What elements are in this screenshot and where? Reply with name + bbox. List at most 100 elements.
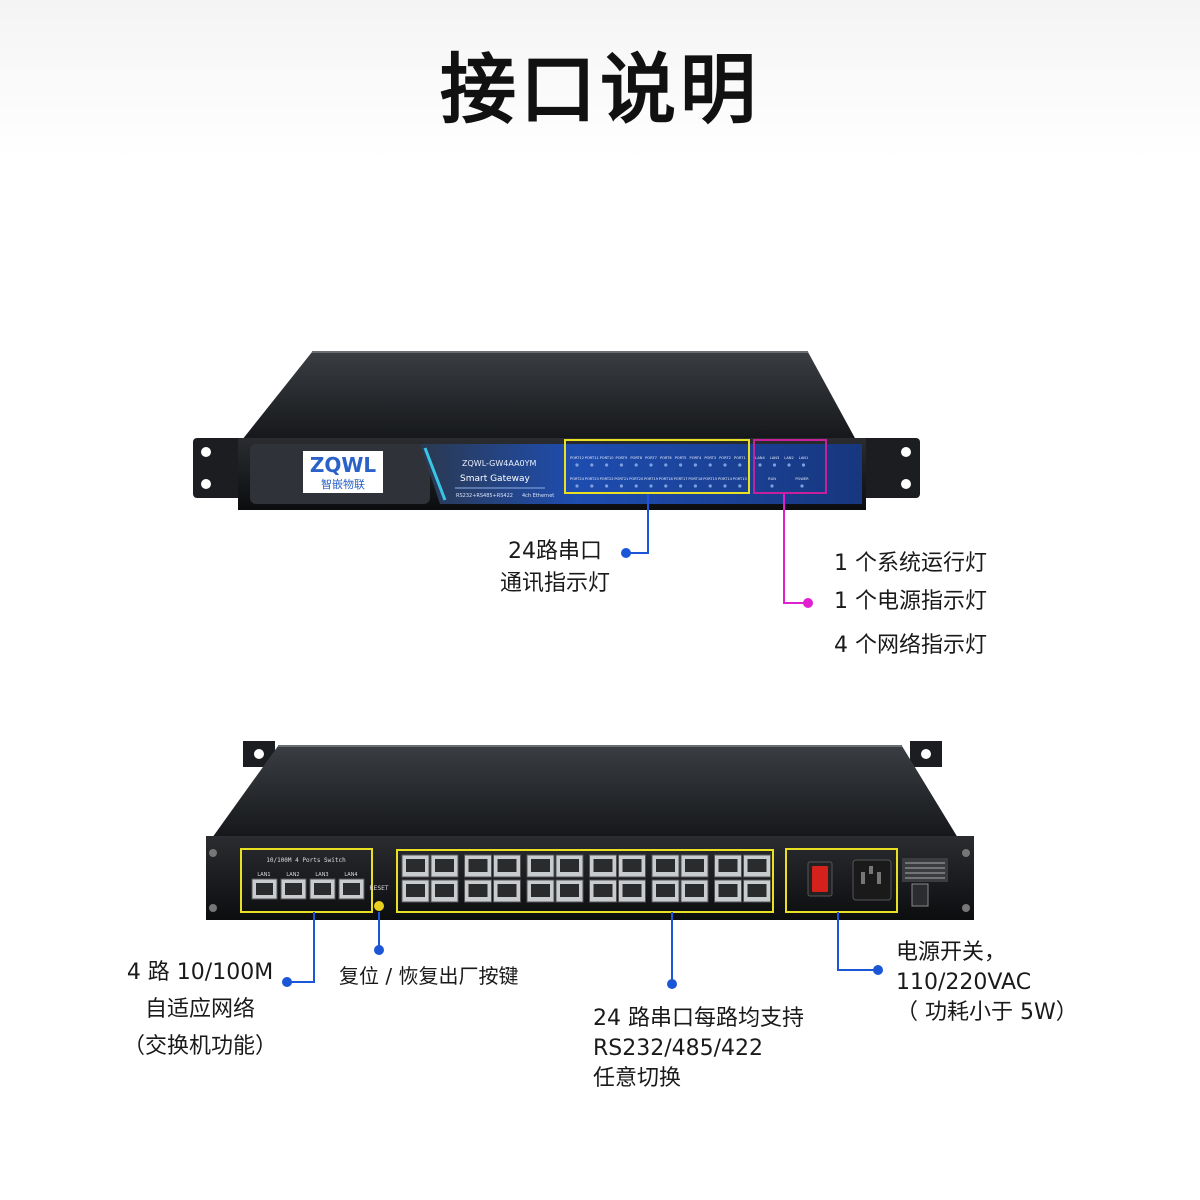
status-led-leader xyxy=(783,494,806,604)
power-leader-dot xyxy=(873,965,883,975)
serial-led-leader xyxy=(627,494,649,554)
status-led xyxy=(770,484,774,488)
serial-port-socket xyxy=(593,884,613,897)
serial-port-annotation-line1: 24 路串口每路均支持 xyxy=(593,1006,804,1031)
serial-led-annotation: 24路串口 通讯指示灯 xyxy=(484,536,626,600)
port-led-label: PORT18 xyxy=(659,477,674,481)
serial-port-socket xyxy=(593,859,613,872)
serial-port-socket xyxy=(656,859,675,872)
serial-port-socket xyxy=(622,859,642,872)
rack-ear-right xyxy=(862,438,920,498)
serial-led-leader-dot xyxy=(621,548,631,558)
serial-led-annotation-line2: 通讯指示灯 xyxy=(499,571,610,596)
port-led xyxy=(664,484,668,488)
port-led xyxy=(693,463,698,467)
serial-port-annotation-line3: 任意切换 xyxy=(593,1066,682,1091)
reset-label: RESET xyxy=(369,885,389,892)
switch-label: 10/100M 4 Ports Switch xyxy=(266,857,346,864)
serial-port-socket xyxy=(468,884,488,897)
spec-line: RS232+RS485+RS422 xyxy=(456,493,513,499)
status-led xyxy=(801,463,806,467)
serial-port-socket xyxy=(497,884,517,897)
status-led-label: LAN1 xyxy=(799,456,809,460)
port-led-label: PORT14 xyxy=(718,477,733,481)
port-led-label: PORT20 xyxy=(629,477,644,481)
serial-port-socket xyxy=(656,884,675,897)
lan-port-label: LAN1 xyxy=(257,872,270,878)
port-led xyxy=(649,463,653,467)
serial-port-socket xyxy=(560,859,579,872)
port-led-label: PORT23 xyxy=(585,477,599,481)
lan-annotation-line3: （交换机功能） xyxy=(122,1034,277,1059)
port-led-label: PORT5 xyxy=(675,456,687,460)
reset-annotation: 复位 / 恢复出厂按键 xyxy=(339,964,519,988)
status-led-label: LAN4 xyxy=(755,456,765,460)
port-led xyxy=(708,463,712,467)
front-blue-panel xyxy=(420,444,862,504)
serial-port-socket xyxy=(560,884,579,897)
port-led-label: PORT7 xyxy=(645,456,657,460)
port-led-label: PORT17 xyxy=(674,477,688,481)
serial-port-socket xyxy=(718,859,738,872)
port-led-label: PORT2 xyxy=(719,456,731,460)
port-led-label: PORT12 xyxy=(570,456,584,460)
status-led-label: LAN3 xyxy=(770,456,780,460)
status-led xyxy=(758,463,762,467)
port-led-label: PORT15 xyxy=(703,477,717,481)
port-led-label: PORT16 xyxy=(688,477,703,481)
lan-leader-dot xyxy=(282,977,292,987)
rear-device-lid xyxy=(212,746,958,838)
brand-logo-card xyxy=(303,451,383,493)
port-led-label: PORT21 xyxy=(614,477,628,481)
port-led xyxy=(619,463,624,467)
lan-leader xyxy=(290,912,315,983)
lan-port-label: LAN2 xyxy=(286,872,299,878)
port-led-label: PORT4 xyxy=(690,456,702,460)
port-led xyxy=(590,463,594,467)
power-annotation-line1: 电源开关， xyxy=(896,940,1007,965)
port-led-label: PORT24 xyxy=(570,477,585,481)
serial-port-highlight-box xyxy=(396,849,774,913)
port-led xyxy=(575,463,579,467)
lan-annotation: 4 路 10/100M 自适应网络 （交换机功能） xyxy=(112,954,288,1065)
reset-leader-dot xyxy=(374,945,384,955)
serial-port-socket xyxy=(468,859,488,872)
header-band xyxy=(0,0,1200,160)
port-led-label: PORT13 xyxy=(733,477,747,481)
serial-port-socket xyxy=(747,884,767,897)
port-led xyxy=(723,463,727,467)
serial-port-socket xyxy=(685,859,704,872)
port-led-label: PORT6 xyxy=(660,456,672,460)
status-led-annotation: 1 个系统运行灯 1 个电源指示灯 4 个网络指示灯 xyxy=(834,548,987,662)
front-device-lid xyxy=(242,352,856,440)
status-led xyxy=(772,463,777,467)
port-led xyxy=(723,484,727,488)
port-led-label: PORT22 xyxy=(600,477,614,481)
status-led xyxy=(800,484,804,488)
port-led xyxy=(679,484,683,488)
port-led xyxy=(634,463,638,467)
port-led xyxy=(575,484,579,488)
serial-port-socket xyxy=(685,884,704,897)
serial-port-socket xyxy=(435,859,454,872)
front-device: ZQWL 智嵌物联 ZQWL-GW4AA0YM Smart Gateway RS… xyxy=(193,351,920,510)
serial-port-socket xyxy=(406,859,425,872)
power-annotation-line3: （ 功耗小于 5W） xyxy=(896,1000,1078,1025)
lan-port-label: LAN4 xyxy=(344,872,357,878)
port-led xyxy=(664,463,668,467)
status-led-leader-dot xyxy=(803,598,813,608)
lan-port-socket xyxy=(314,883,331,895)
serial-port-socket xyxy=(435,884,454,897)
serial-port-socket xyxy=(531,859,550,872)
lan-annotation-line2: 自适应网络 xyxy=(144,997,255,1022)
port-led xyxy=(634,484,638,488)
power-leader xyxy=(837,912,874,971)
port-led xyxy=(605,484,609,488)
model-text: ZQWL-GW4AA0YM xyxy=(462,459,537,468)
lan-port-socket xyxy=(256,883,273,895)
serial-port-socket xyxy=(747,859,767,872)
